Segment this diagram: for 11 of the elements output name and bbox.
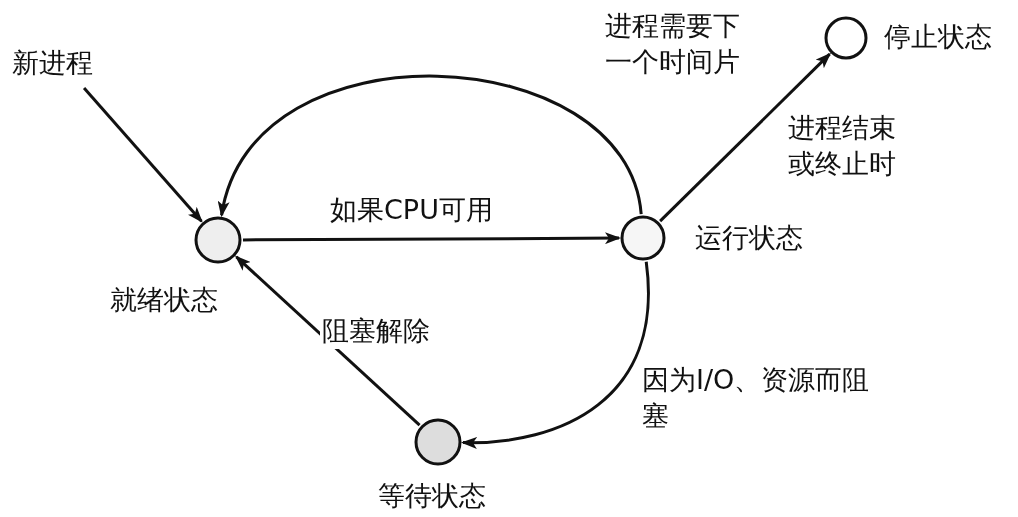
arrow xyxy=(234,255,421,427)
arrow xyxy=(82,87,203,223)
state-label: 等待状态 xyxy=(378,479,486,513)
state-label: 运行状态 xyxy=(695,221,803,255)
arrow xyxy=(243,232,621,245)
arrow xyxy=(461,261,650,449)
text-label: 新进程 xyxy=(12,47,93,78)
state-label: 就绪状态 xyxy=(110,283,218,317)
arrow xyxy=(659,52,832,223)
state-label: 停止状态 xyxy=(884,20,992,54)
arrow xyxy=(220,74,643,218)
